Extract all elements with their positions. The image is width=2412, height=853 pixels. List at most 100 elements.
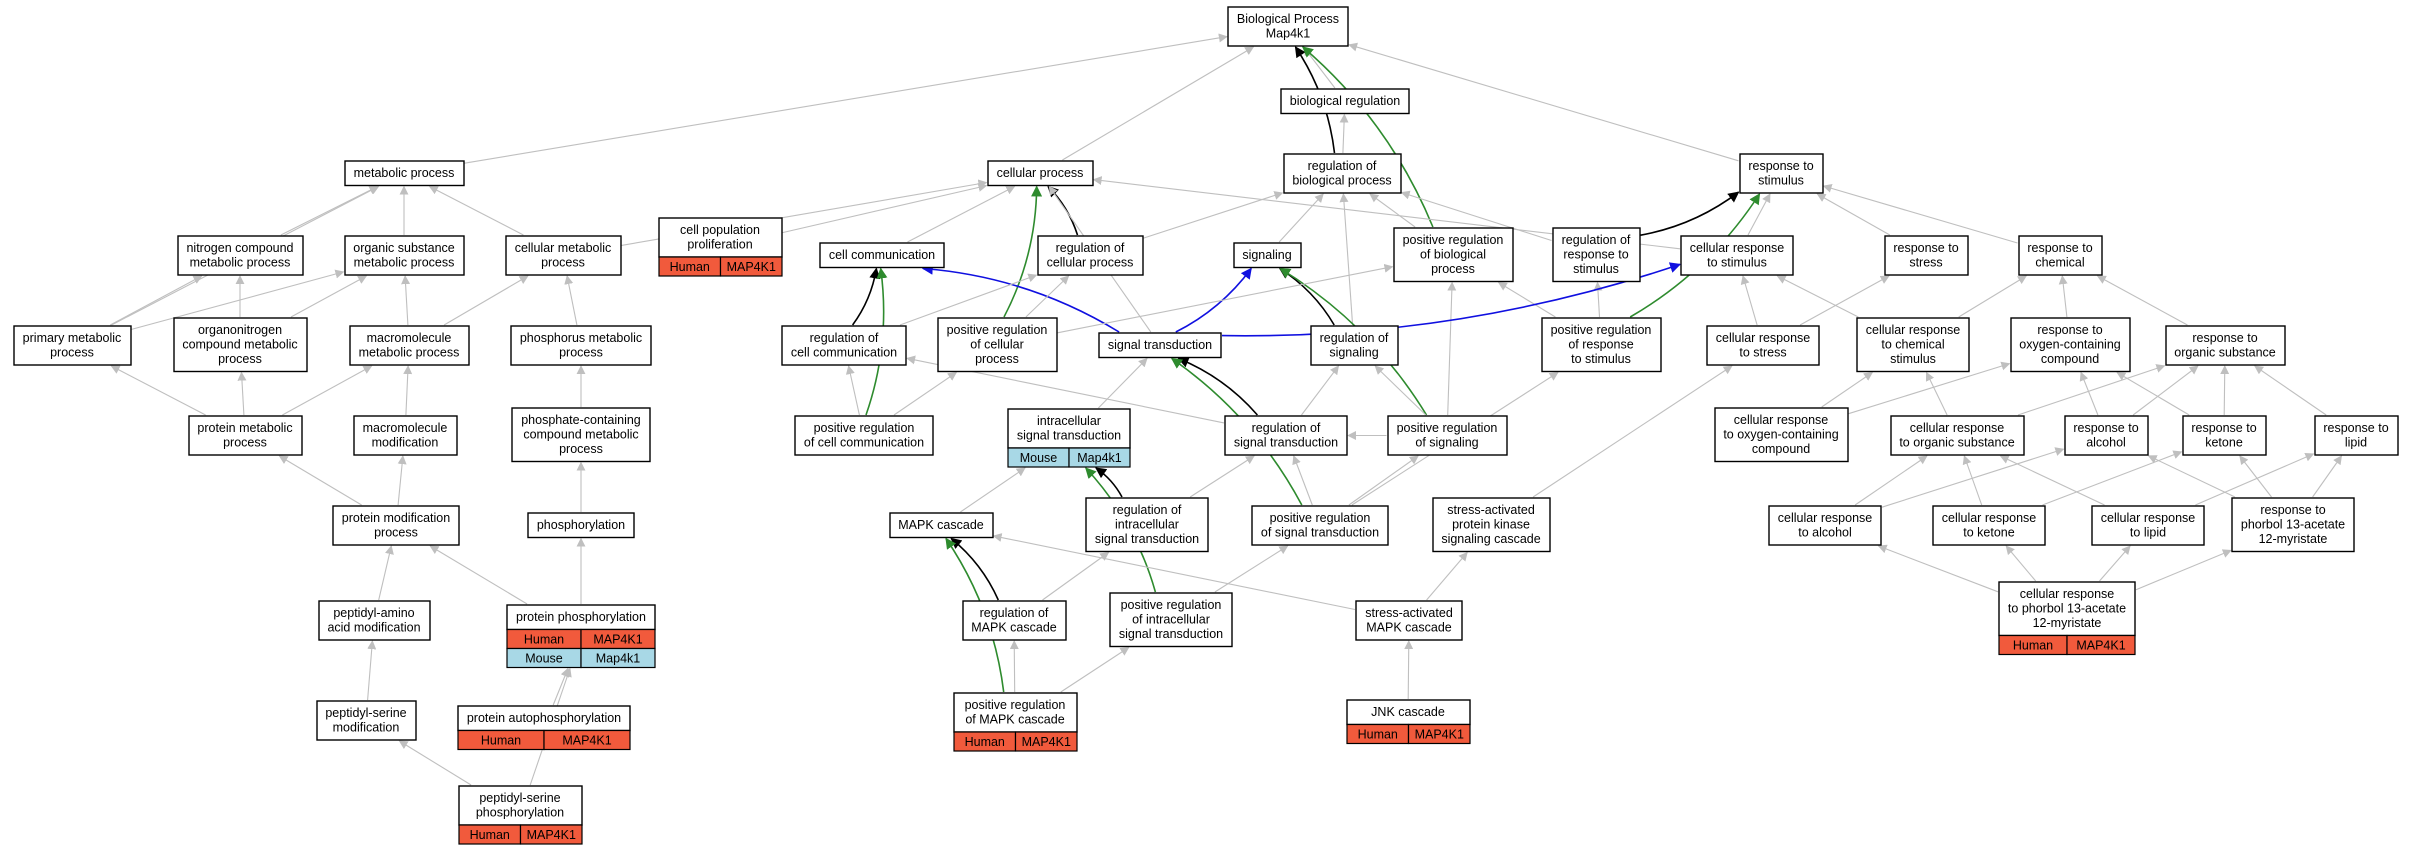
edge-phosmet-to-cellmet — [564, 275, 578, 326]
term-box — [987, 160, 1094, 187]
term-label-line: process — [559, 346, 603, 360]
term-box — [2182, 415, 2267, 456]
term-box — [177, 235, 304, 276]
term-label-line: stimulus — [1573, 262, 1619, 276]
go-term-mapk[interactable]: MAPK cascade — [889, 512, 994, 539]
term-label-line: Biological Process — [1237, 12, 1339, 26]
edge-mapk-to-intra — [960, 467, 1026, 513]
edge-posregbio-to-regbio — [1369, 193, 1416, 228]
edge-protmod-to-protmet — [278, 455, 362, 506]
term-label-line: response to — [2073, 421, 2138, 435]
term-label-line: oxygen-containing — [2019, 338, 2121, 352]
term-box — [1109, 592, 1233, 648]
term-label-line: signaling — [1242, 248, 1291, 262]
term-label-line: cellular response — [2101, 511, 2196, 525]
term-label-line: intracellular — [1115, 518, 1179, 532]
term-label-line: peptidyl-serine — [479, 791, 560, 805]
go-term-signaling[interactable]: signaling — [1233, 242, 1302, 269]
go-term-bioreg[interactable]: biological regulation — [1280, 88, 1410, 115]
edge-regcomm-to-regcell — [899, 273, 1038, 326]
edge-cellorg-to-cellchem — [1925, 371, 1948, 416]
term-label-line: 12-myristate — [2033, 616, 2102, 630]
term-label-line: cellular response — [1734, 413, 1829, 427]
go-term-metab[interactable]: metabolic process — [344, 160, 465, 187]
term-box — [2010, 317, 2131, 373]
go-term-sigtrans[interactable]: signal transduction — [1098, 332, 1222, 359]
go-term-cellcomm[interactable]: cell communication — [819, 242, 945, 269]
edge-protmod-to-macromod — [397, 455, 407, 506]
term-label-line: intracellular — [1037, 414, 1101, 428]
term-label-line: to ketone — [1963, 526, 2014, 540]
term-box — [2314, 415, 2399, 456]
go-term-cellproc[interactable]: cellular process — [987, 160, 1094, 187]
term-label-line: to lipid — [2130, 526, 2166, 540]
term-label-line: signal transduction — [1108, 338, 1212, 352]
edge-posregbio-to-bp — [1301, 46, 1434, 228]
term-box — [1310, 325, 1399, 366]
go-term-phosphorylation[interactable]: phosphorylation — [527, 512, 635, 539]
edge-cellphorb-to-cellalc — [1877, 544, 1999, 593]
term-label-line: response to — [2260, 503, 2325, 517]
term-box — [1387, 415, 1508, 456]
term-label-line: positive regulation — [965, 698, 1066, 712]
term-label-line: of cell communication — [804, 436, 924, 450]
term-label-line: of intracellular — [1132, 613, 1210, 627]
